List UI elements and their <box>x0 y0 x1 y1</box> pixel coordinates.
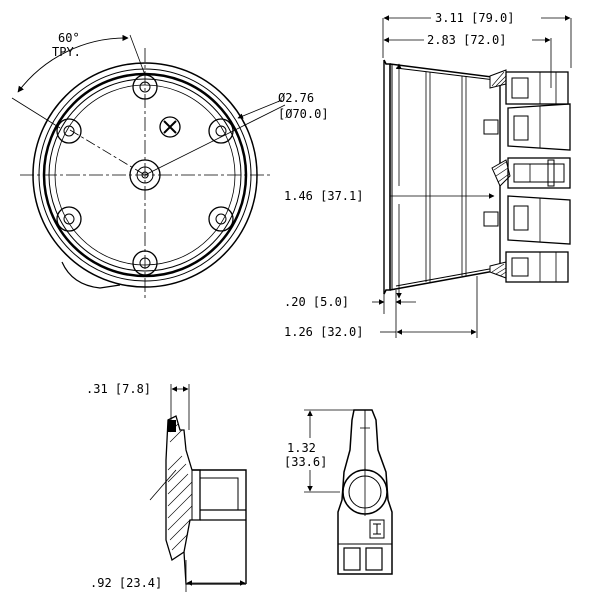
body-length-label: 2.83 [72.0] <box>427 33 506 47</box>
angle-label: 60° <box>58 31 80 45</box>
height-label: 1.46 [37.1] <box>284 189 363 203</box>
terminal-tower-upper-right <box>208 118 234 144</box>
angle-tpy-label: TPY. <box>52 45 81 59</box>
seal-lip <box>168 420 176 432</box>
tower-center <box>507 157 571 189</box>
tower-lower <box>505 251 569 283</box>
adapter-section-view: .31 [7.8] .92 [23.4] <box>86 382 247 592</box>
lip-label: .20 [5.0] <box>284 295 349 309</box>
tower-mid-lower <box>483 195 571 245</box>
overall-length-label: 3.11 [79.0] <box>435 11 514 25</box>
rotor-height-metric-label: [33.6] <box>284 455 327 469</box>
vent-plug <box>159 116 181 138</box>
center-tower <box>129 159 161 191</box>
terminal-tower-bottom <box>132 250 158 276</box>
terminal-tower-upper-left <box>56 118 82 144</box>
diameter-metric-label: [Ø70.0] <box>278 107 329 121</box>
terminal-tower-lower-right <box>208 206 234 232</box>
end-view: 60° TPY. Ø2.76 [Ø70.0] <box>11 31 329 300</box>
manufacturer-logo <box>369 519 385 539</box>
tower-mid-upper <box>483 103 571 151</box>
terminal-tower-lower-left <box>56 206 82 232</box>
diameter-label: Ø2.76 <box>278 91 314 105</box>
tower-upper <box>505 71 569 105</box>
base-length-label: .92 [23.4] <box>90 576 162 590</box>
side-section-view: 3.11 [79.0] 2.83 [72.0] <box>284 11 572 339</box>
rotor-height-label: 1.32 <box>287 441 316 455</box>
depth-label: 1.26 [32.0] <box>284 325 363 339</box>
flange-thickness-label: .31 [7.8] <box>86 382 151 396</box>
rotor-view: 1.32 [33.6] <box>284 409 393 575</box>
